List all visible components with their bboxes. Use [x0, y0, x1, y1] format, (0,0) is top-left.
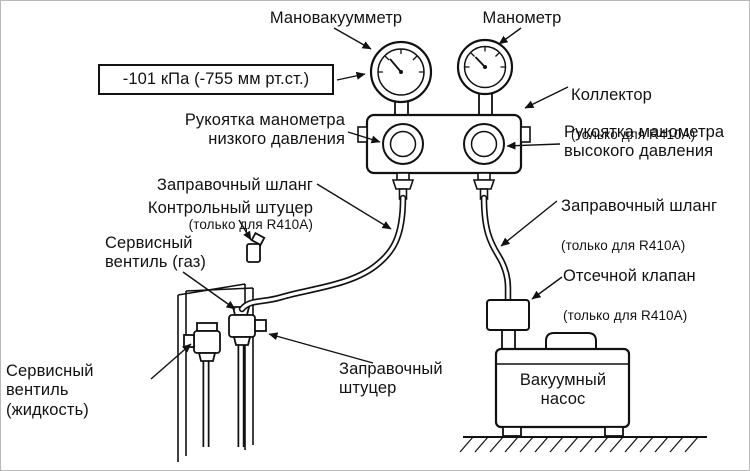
label-charging-fitting: Заправочный штуцер	[339, 360, 443, 398]
charging-hose-right-art	[480, 194, 512, 306]
ground-hatching	[459, 436, 707, 453]
wall-structure	[177, 283, 254, 462]
service-valve-liquid	[183, 322, 221, 362]
label-shutoff-valve: Отсечной клапан (только для R410A)	[563, 248, 747, 326]
charging-hose-left-art	[238, 194, 407, 313]
charging-fitting-port	[254, 319, 267, 332]
shutoff-valve-text: Отсечной клапан	[563, 267, 696, 286]
charging-hose-right-text: Заправочный шланг	[561, 197, 718, 216]
pointer-arrows	[150, 27, 569, 380]
service-valve-gas	[228, 306, 267, 346]
label-vacuum-pump: Вакуумный насос	[519, 371, 607, 409]
shutoff-valve-note: (только для R410A)	[563, 308, 688, 324]
label-low-pressure-handle: Рукоятка манометра низкого давления	[184, 111, 345, 149]
gauge-stems	[394, 91, 493, 119]
label-charging-hose-left: Заправочный шланг (только для R410A)	[129, 157, 313, 235]
pump-handle	[545, 332, 597, 349]
gauge-manovacuummeter	[369, 40, 433, 104]
label-charging-hose-right: Заправочный шланг (только для R410A)	[561, 178, 745, 256]
label-control-fitting: Контрольный штуцер	[147, 199, 313, 217]
vacuum-pump-art	[494, 332, 631, 437]
label-manometer: Манометр	[482, 9, 562, 27]
control-fitting	[246, 231, 266, 263]
gauge-manometer	[456, 38, 514, 96]
collector-note: (только для R410A)	[571, 127, 696, 143]
label-service-valve-liquid: Сервисный вентиль (жидкость)	[6, 362, 94, 419]
pipes	[202, 343, 245, 447]
label-manovacuummeter: Мановакуумметр	[269, 9, 403, 27]
label-high-pressure-handle: Рукоятка манометра высокого давления	[564, 123, 725, 161]
label-collector: Коллектор (только для R410A)	[571, 67, 741, 145]
charging-hose-right-note: (только для R410A)	[561, 238, 686, 254]
charging-hose-left-note: (только для R410A)	[188, 217, 313, 233]
label-pressure-reading: -101 кПа (-755 мм рт.ст.)	[98, 64, 334, 95]
collector-text: Коллектор	[571, 86, 652, 105]
shutoff-valve-art	[486, 299, 530, 354]
charging-hose-left-text: Заправочный шланг	[156, 176, 313, 195]
manifold-collector	[357, 113, 531, 200]
label-service-valve-gas: Сервисный вентиль (газ)	[105, 234, 206, 272]
